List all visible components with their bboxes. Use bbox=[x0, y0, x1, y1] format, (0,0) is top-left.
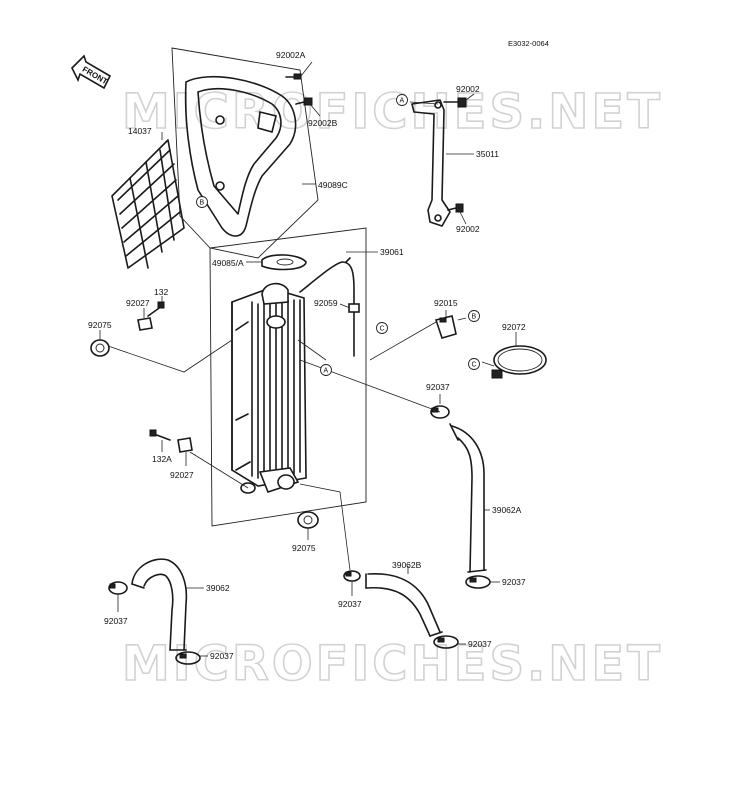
clamp-92037-right bbox=[465, 575, 491, 589]
radiator-shroud bbox=[184, 75, 297, 237]
clamp-92037-mid bbox=[430, 405, 450, 419]
diagram-code: E3032-0064 bbox=[508, 39, 549, 48]
cap-gasket bbox=[261, 254, 307, 271]
collar-92027-top bbox=[137, 317, 153, 331]
bolt-92002-bottom bbox=[447, 203, 464, 213]
svg-text:B: B bbox=[200, 200, 205, 207]
callout-C-hose: C bbox=[376, 322, 388, 334]
label-92002-bottom: 92002 bbox=[456, 224, 480, 234]
svg-text:A: A bbox=[400, 98, 405, 105]
label-92037-center: 92037 bbox=[338, 599, 362, 609]
callout-A-radiator: A bbox=[320, 364, 332, 376]
bolt-92002B bbox=[295, 97, 313, 106]
label-39062A: 39062A bbox=[492, 505, 522, 515]
label-92037-right: 92037 bbox=[502, 577, 526, 587]
bolt-92002-top bbox=[443, 97, 467, 108]
label-92027-bottom: 92027 bbox=[170, 470, 194, 480]
label-92072: 92072 bbox=[502, 322, 526, 332]
front-arrow-icon: FRONT bbox=[71, 54, 112, 90]
svg-text:C: C bbox=[380, 326, 385, 333]
bolt-132A bbox=[149, 429, 171, 441]
label-35011: 35011 bbox=[476, 149, 499, 159]
bolt-92002A bbox=[285, 73, 302, 80]
radiator-core bbox=[231, 282, 307, 494]
label-92037-lowright: 92037 bbox=[468, 639, 492, 649]
bolt-132 bbox=[147, 301, 165, 317]
shroud-group-outline bbox=[171, 47, 319, 259]
label-92075-left: 92075 bbox=[88, 320, 112, 330]
clamp-92037-left bbox=[108, 581, 128, 595]
label-92002A: 92002A bbox=[276, 50, 306, 60]
label-14037: 14037 bbox=[128, 126, 152, 136]
label-49085A: 49085/A bbox=[212, 258, 244, 268]
label-92015: 92015 bbox=[434, 298, 458, 308]
clamp-92037-lowright bbox=[433, 635, 459, 649]
radiator-group-outline bbox=[209, 227, 367, 527]
label-39061: 39061 bbox=[380, 247, 404, 257]
label-39062: 39062 bbox=[206, 583, 230, 593]
callout-B-damper: B bbox=[468, 310, 480, 322]
label-92037-mid: 92037 bbox=[426, 382, 450, 392]
grommet-92075-left bbox=[90, 339, 110, 357]
label-92075-bottom: 92075 bbox=[292, 543, 316, 553]
hose-39062B bbox=[365, 573, 443, 637]
label-132A: 132A bbox=[152, 454, 172, 464]
damper-92015 bbox=[434, 315, 457, 339]
label-49089C: 49089C bbox=[318, 180, 348, 190]
label-39062B: 39062B bbox=[392, 560, 422, 570]
label-92037-left: 92037 bbox=[104, 616, 128, 626]
label-92059: 92059 bbox=[314, 298, 338, 308]
clamp-92037-center bbox=[343, 570, 361, 582]
hose-39062 bbox=[131, 558, 188, 651]
radiator-grille bbox=[111, 139, 185, 269]
label-92002-top: 92002 bbox=[456, 84, 480, 94]
svg-text:C: C bbox=[472, 362, 477, 369]
watermark-top: MICROFICHES.NET bbox=[122, 84, 663, 140]
watermark-bottom: MICROFICHES.NET bbox=[122, 636, 663, 692]
clamp-92037-bottom bbox=[175, 651, 201, 665]
hose-clip-92059 bbox=[348, 303, 360, 313]
label-92002B: 92002B bbox=[308, 118, 338, 128]
callout-C-band: C bbox=[468, 358, 480, 370]
svg-text:B: B bbox=[472, 314, 477, 321]
label-92037-bottom: 92037 bbox=[210, 651, 234, 661]
svg-text:A: A bbox=[324, 368, 329, 375]
label-132: 132 bbox=[154, 287, 168, 297]
overflow-hose bbox=[299, 257, 355, 357]
label-92027-top: 92027 bbox=[126, 298, 150, 308]
grommet-92075-bottom bbox=[297, 511, 319, 529]
callout-B-shroud: B bbox=[196, 196, 208, 208]
hose-39062A bbox=[449, 423, 487, 573]
callout-A-top: A bbox=[396, 94, 408, 106]
band-clamp-92072 bbox=[491, 345, 547, 379]
collar-92027-bottom bbox=[177, 437, 193, 453]
